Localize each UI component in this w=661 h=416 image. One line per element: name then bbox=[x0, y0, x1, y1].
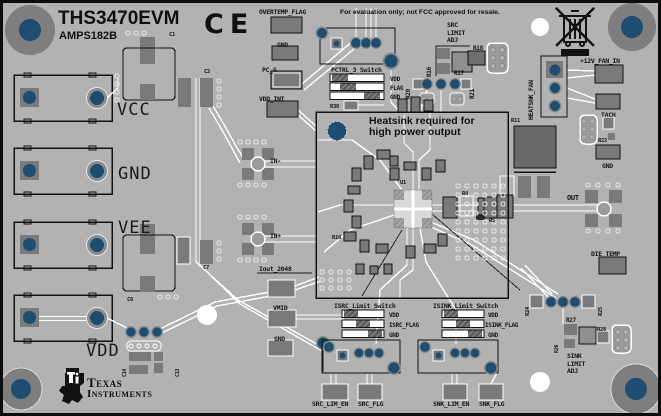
tp-vddint-label: VDD_INT bbox=[259, 95, 285, 103]
sma-out bbox=[585, 190, 627, 275]
die-temp-label: DIE_TEMP bbox=[591, 250, 620, 258]
sink-limit-line3: ADJ bbox=[567, 367, 578, 375]
vdd-jack-label: VDD bbox=[86, 341, 120, 361]
r5-label: R5 bbox=[489, 218, 496, 224]
tp-pcg-label: PC_G bbox=[262, 66, 277, 74]
snk-lim-en-label: SNK_LIM_EN bbox=[433, 400, 470, 408]
gnd-jack-label: GND bbox=[118, 164, 152, 184]
center-amplifier-region bbox=[315, 96, 509, 299]
mid-gnd-label: GND bbox=[274, 335, 285, 343]
capacitor-c13-c14 bbox=[125, 326, 163, 374]
isrc-row-vdd: VDD bbox=[389, 312, 399, 319]
isink-row-gnd: GND bbox=[488, 332, 498, 339]
logo-instruments: Instruments bbox=[87, 388, 153, 400]
r21-label: R21 bbox=[469, 89, 476, 99]
sink-limit-line2: LIMIT bbox=[567, 359, 586, 368]
out-label: OUT bbox=[567, 194, 579, 202]
r26-label: R26 bbox=[554, 344, 560, 353]
r4-label: R4 bbox=[462, 191, 469, 197]
r17-label: R17 bbox=[454, 70, 464, 77]
r27-label: R27 bbox=[566, 317, 576, 324]
src-flg-label: SRC_FLG bbox=[358, 400, 384, 408]
sink-limit-line1: SINK bbox=[567, 352, 582, 360]
vcc-jack-label: VCC bbox=[117, 100, 151, 120]
weee-icon bbox=[555, 7, 595, 56]
tach-label: TACH bbox=[601, 111, 616, 119]
capacitor-c1-c2 bbox=[122, 37, 213, 107]
tp-gnd-label: GND bbox=[277, 41, 288, 49]
c13-label: C13 bbox=[175, 368, 181, 377]
heatsink-warning-line1: Heatsink required for bbox=[369, 115, 475, 127]
r11-label: R11 bbox=[511, 118, 521, 124]
r16-label: R16 bbox=[426, 67, 433, 77]
r28-label: R28 bbox=[597, 327, 607, 333]
bottom-switch-footprints bbox=[321, 339, 499, 375]
limit-switch-rows bbox=[341, 309, 485, 338]
r22-label: R22 bbox=[598, 138, 608, 144]
fan-gnd-label: GND bbox=[602, 162, 613, 170]
logo-texas: Texas bbox=[87, 375, 123, 390]
isrc-row-gnd: GND bbox=[389, 332, 399, 339]
isink-row-vdd: VDD bbox=[488, 312, 498, 319]
heatsink-warning-line2: high power output bbox=[369, 126, 461, 138]
disclaimer-text: For evaluation only; not FCC approved fo… bbox=[340, 9, 500, 16]
center-r16-label: R16 bbox=[332, 235, 342, 241]
pctrl-row-vdd: VDD bbox=[390, 76, 400, 83]
vmid-label: VMID bbox=[273, 304, 288, 312]
isrc-row-flag: ISRC_FLAG bbox=[389, 322, 419, 329]
r18-label: R18 bbox=[473, 45, 483, 52]
u1-label: U1 bbox=[400, 180, 407, 186]
r11-block bbox=[499, 125, 557, 198]
guide-lines bbox=[257, 45, 521, 372]
r22-cluster bbox=[579, 114, 621, 160]
src-limit-line1: SRC bbox=[447, 21, 458, 29]
top-test-pads bbox=[266, 16, 303, 118]
snk-flg-label: SNK_FLG bbox=[479, 400, 505, 408]
src-lim-en-label: SRC_LIM_EN bbox=[312, 400, 349, 408]
r20-label: R20 bbox=[405, 89, 412, 99]
isink-row-flag: ISINK_FLAG bbox=[485, 322, 519, 329]
sma-in-neg bbox=[242, 148, 274, 180]
iout-label: Iout_2048 bbox=[259, 265, 292, 273]
in-neg-label: IN- bbox=[270, 157, 281, 165]
banana-jacks bbox=[13, 72, 113, 344]
ti-logo-icon bbox=[59, 368, 84, 404]
fiducials bbox=[197, 18, 550, 392]
src-limit-line2: LIMIT bbox=[447, 28, 466, 37]
c7-label: C7 bbox=[203, 265, 210, 271]
sma-in-pos bbox=[242, 223, 274, 255]
sink-limit-adjust bbox=[529, 294, 632, 354]
heatsnk-fan-label: HEATSNK_FAN bbox=[527, 80, 535, 120]
pcg-pad-outline bbox=[272, 72, 301, 88]
src-limit-line3: ADJ bbox=[447, 36, 458, 44]
in-pos-label: IN+ bbox=[270, 232, 281, 240]
bottom-test-pads bbox=[321, 383, 504, 401]
r24-label: R24 bbox=[525, 306, 531, 316]
ce-mark: CE bbox=[204, 9, 255, 40]
c2-label: C2 bbox=[204, 69, 211, 75]
mounting-holes bbox=[3, 3, 658, 413]
board-subtitle: AMPS182B bbox=[59, 30, 118, 42]
via-grids bbox=[114, 30, 621, 300]
board-title: THS3470EVM bbox=[58, 8, 180, 29]
c14-label: C14 bbox=[122, 368, 128, 377]
heatsink-fan-connector bbox=[540, 55, 624, 118]
pctrl-switch bbox=[315, 26, 400, 111]
fan-power-label: +12V_FAN_IN bbox=[580, 57, 620, 65]
pctrl-row-flag: FLAG bbox=[390, 85, 404, 92]
isink-switch-title: ISINK_Limit Switch bbox=[433, 302, 499, 310]
r25-label: R25 bbox=[598, 306, 604, 316]
r30-label: R30 bbox=[330, 104, 340, 110]
capacitor-c6-c7 bbox=[122, 224, 213, 292]
isrc-switch-title: ISRC_Limit Switch bbox=[334, 302, 396, 310]
pcb-artwork bbox=[3, 3, 658, 413]
c6-label: C6 bbox=[127, 297, 134, 303]
vee-jack-label: VEE bbox=[118, 218, 152, 238]
pctrl-row-gnd: GND bbox=[390, 94, 400, 101]
tp-overtemp-flag-label: OVERTEMP_FLAG bbox=[259, 8, 306, 16]
c1-label: C1 bbox=[169, 32, 176, 38]
pctrl-switch-title: PCTRL_3 Switch bbox=[331, 66, 382, 74]
mid-test-pads bbox=[267, 279, 330, 357]
